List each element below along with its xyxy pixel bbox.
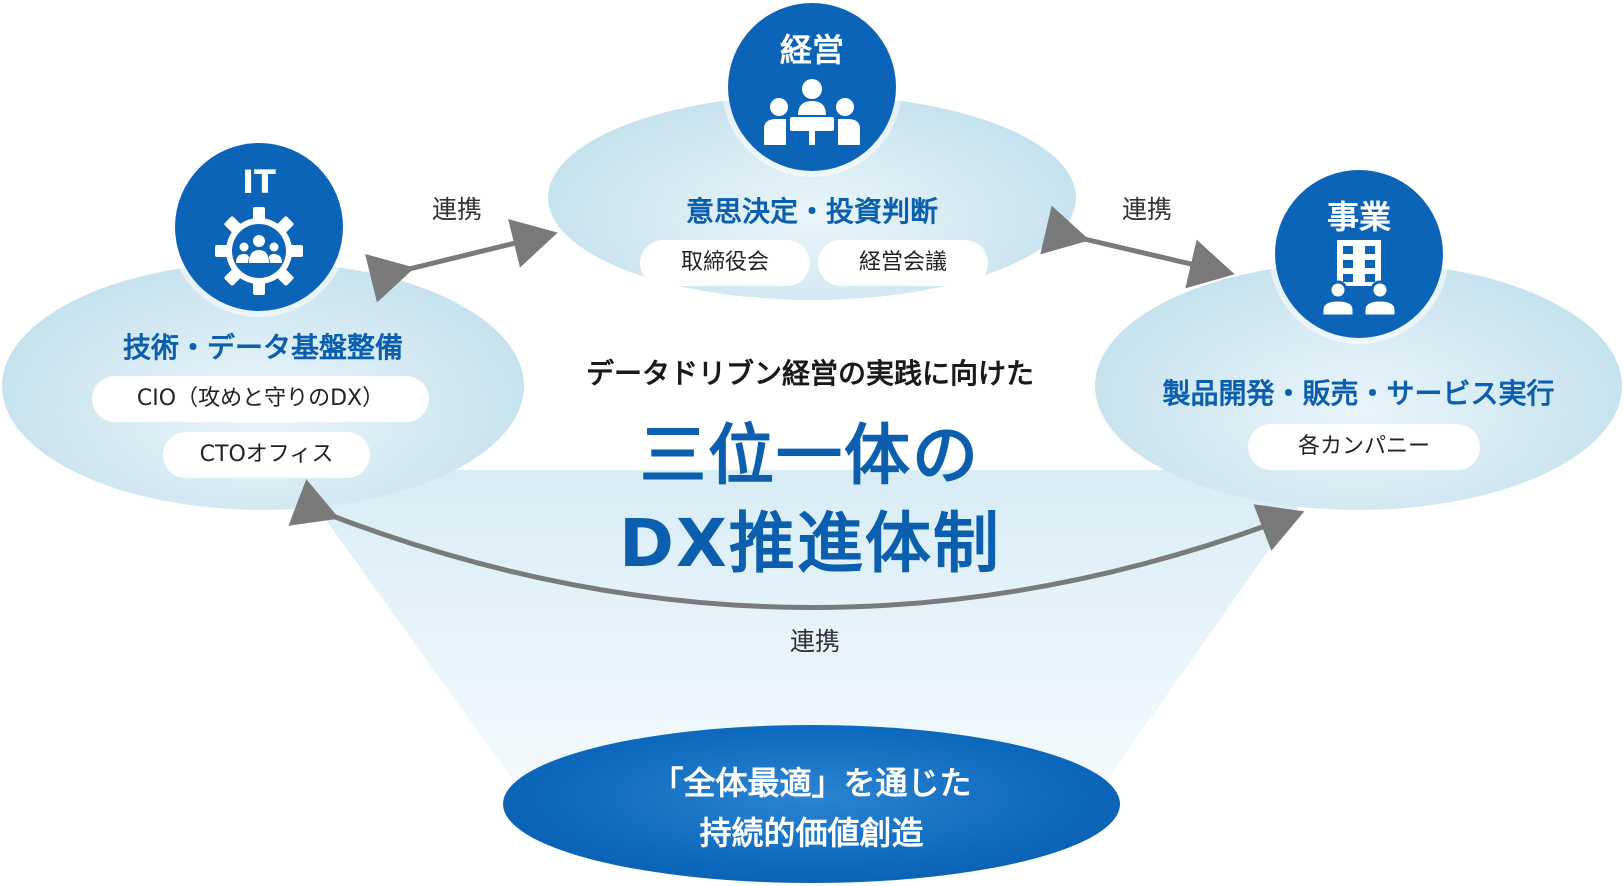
meeting-icon [764,79,860,145]
outcome-line1: 「全体最適」を通じた [651,764,972,802]
management-circle-label: 経営 [779,31,844,69]
business-item-companies: 各カンパニー [1248,424,1480,470]
center-subtitle: データドリブン経営の実践に向けた [585,357,1034,390]
gear-team-icon [215,207,303,295]
center-title-line2: DX推進体制 [619,505,1001,582]
arrow-it-management [365,219,558,303]
management-title: 意思決定・投資判断 [685,195,938,228]
outcome-ellipse [503,725,1120,883]
arrow-management-business [1040,205,1235,289]
link-label-right: 連携 [1122,195,1173,224]
management-circle: 経営 [728,3,896,171]
it-circle: IT [175,143,343,311]
it-item-cio: CIO（攻めと守りのDX） [92,376,429,422]
business-circle-label: 事業 [1326,198,1391,236]
arrow-it-business [288,479,1305,610]
business-title: 製品開発・販売・サービス実行 [1162,377,1555,410]
business-circle: 事業 [1275,170,1443,338]
it-title: 技術・データ基盤整備 [122,331,403,364]
link-label-bottom: 連携 [790,627,841,656]
building-people-icon [1321,240,1397,318]
it-circle-label: IT [242,163,276,201]
link-label-left: 連携 [432,195,483,224]
management-item-meeting: 経営会議 [818,240,988,286]
outcome-line2: 持続的価値創造 [699,814,924,852]
it-item-cto: CTOオフィス [163,432,370,478]
management-item-board: 取締役会 [640,240,810,286]
center-title-line1: 三位一体の [640,417,980,494]
